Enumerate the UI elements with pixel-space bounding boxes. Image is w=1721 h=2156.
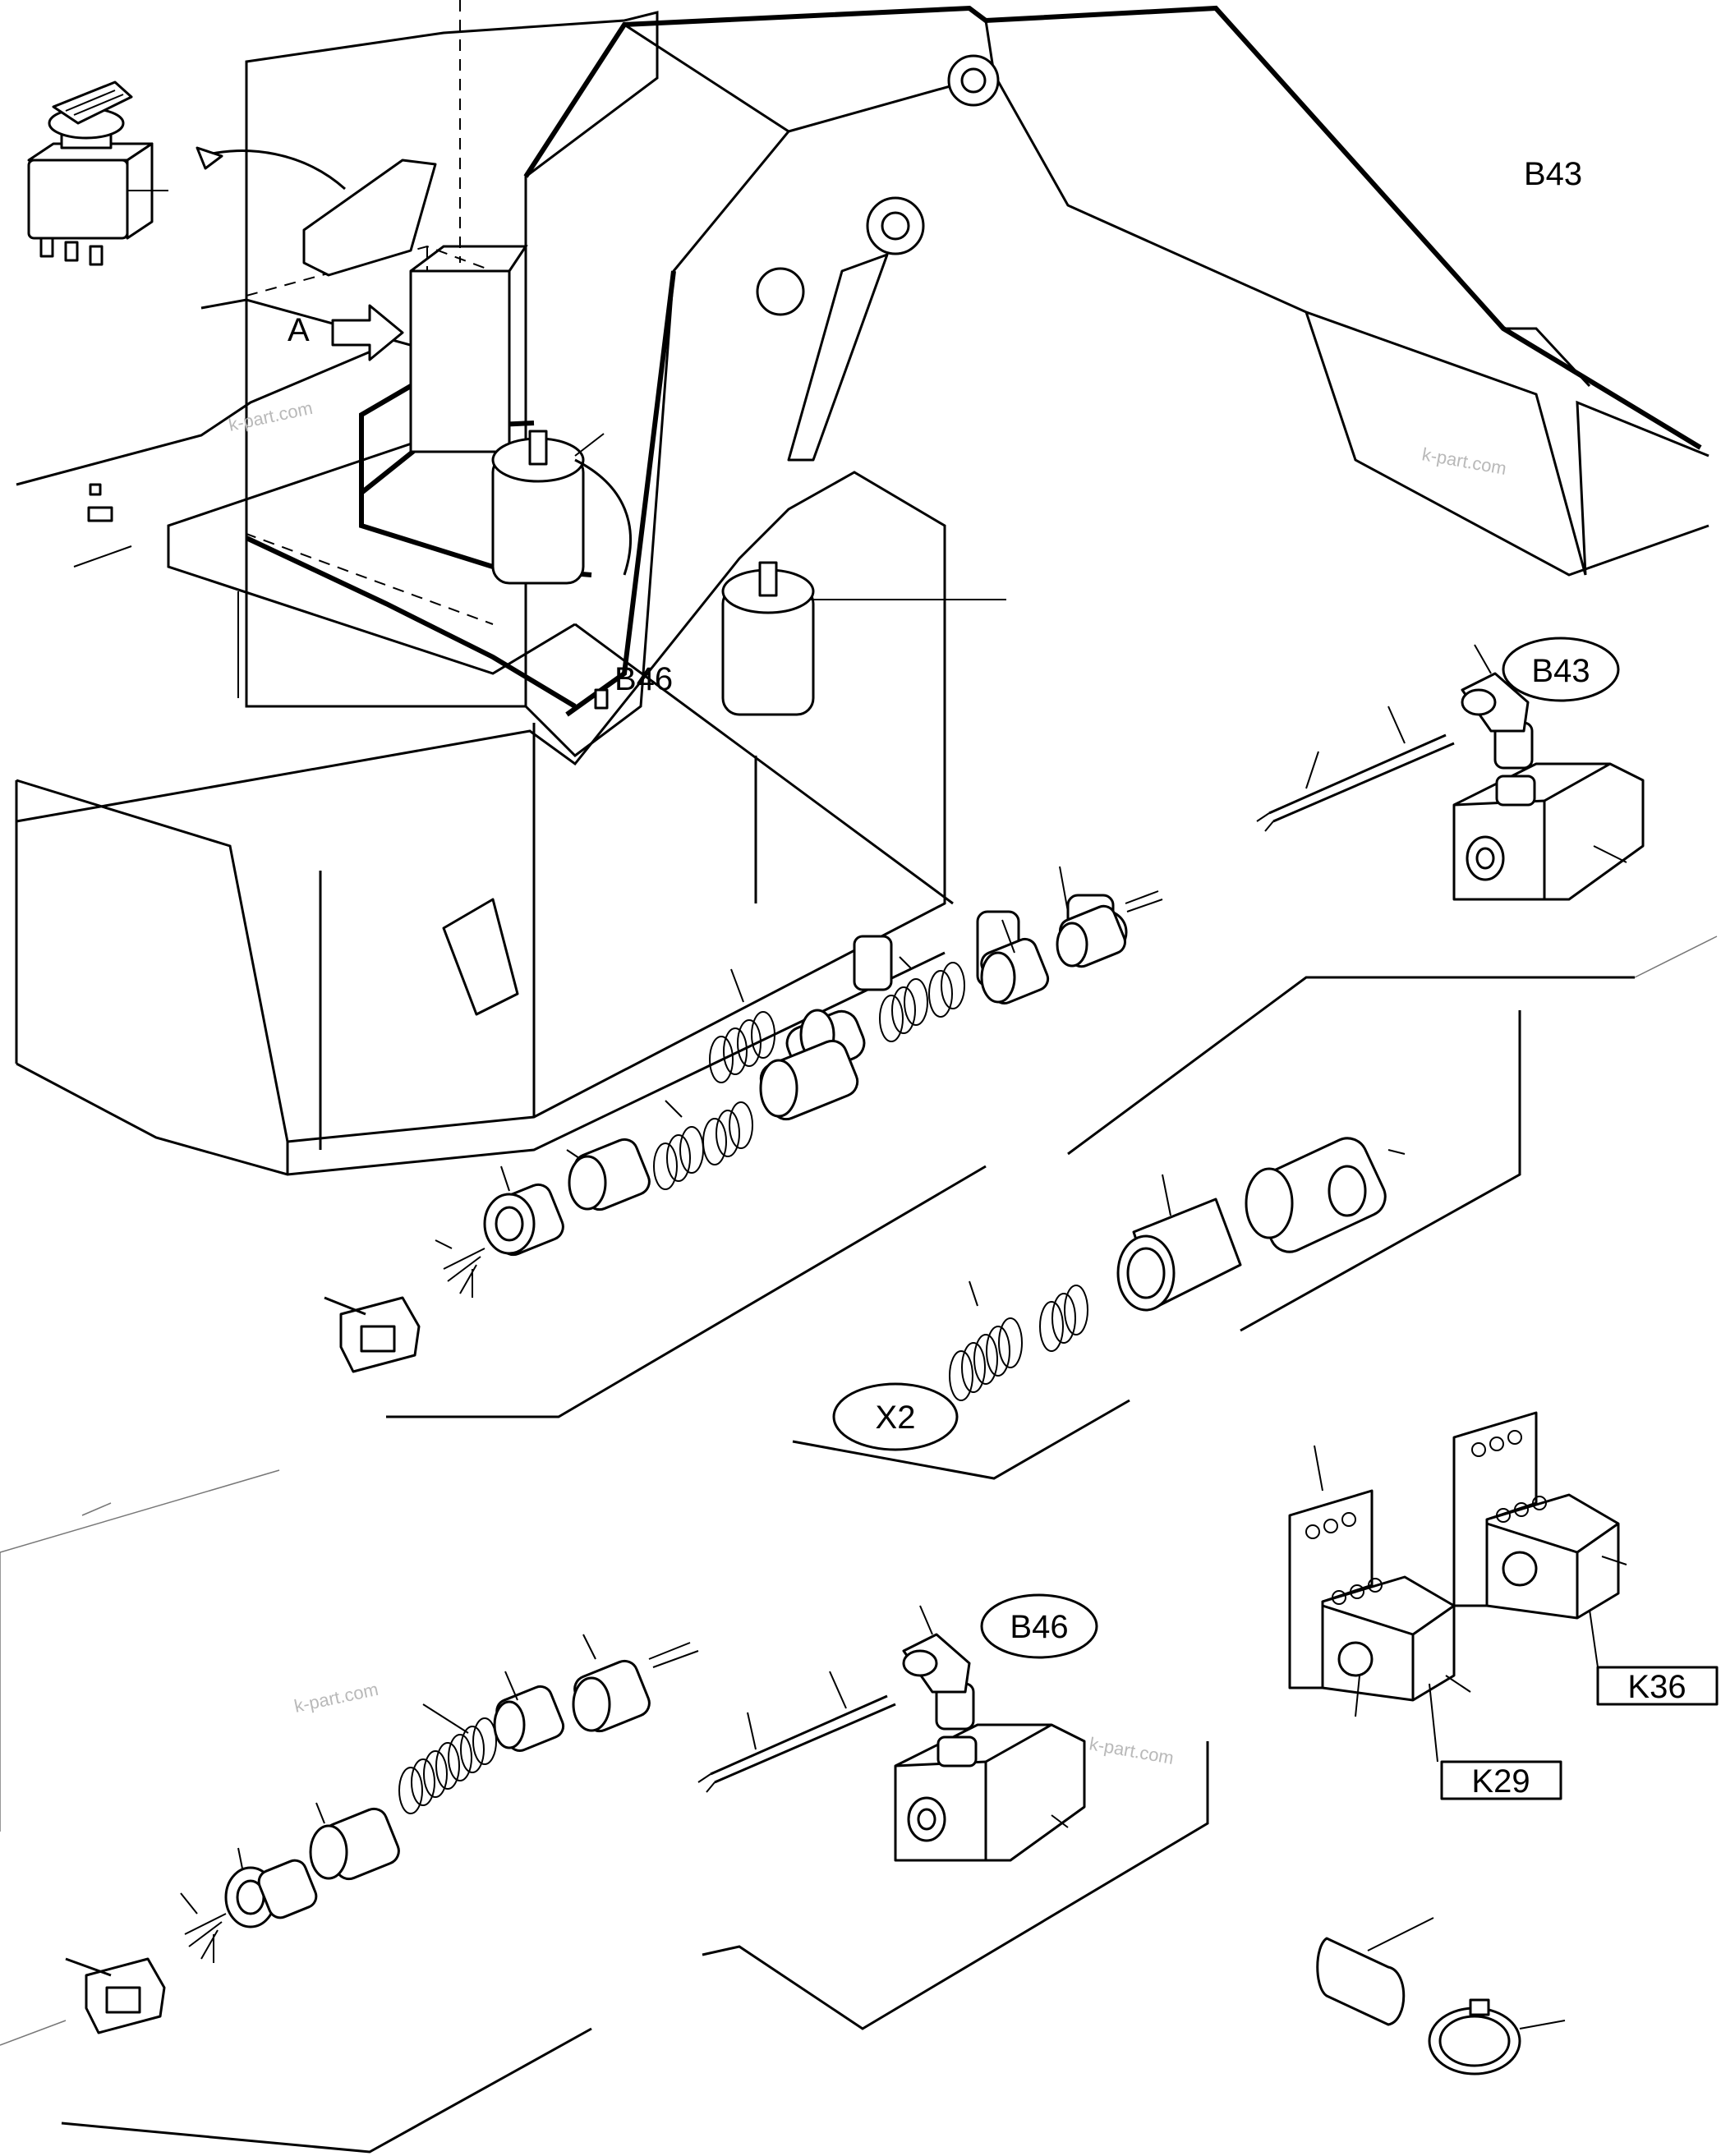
panel-plug bbox=[87, 506, 113, 522]
relay-k36 bbox=[1452, 1411, 1627, 1668]
callout-labels: A B43 B46 B43 B46 X2 K29 K36 bbox=[288, 156, 1686, 1800]
k29-label-box bbox=[1440, 1760, 1562, 1800]
b46-valve-assembly bbox=[697, 1605, 1086, 1862]
machine-valve-2 bbox=[594, 561, 1006, 716]
k36-label-box bbox=[1596, 1666, 1719, 1706]
x2-oval-callout bbox=[832, 1382, 959, 1451]
k36-label: K36 bbox=[1627, 1669, 1686, 1705]
x2-connector-assembly bbox=[911, 1137, 1406, 1409]
machine-body bbox=[15, 0, 1709, 1176]
watermark: k-part.com bbox=[1088, 1733, 1176, 1768]
chain-1b bbox=[324, 1039, 859, 1373]
b46-oval-callout bbox=[980, 1593, 1098, 1659]
watermark: k-part.com bbox=[292, 1679, 380, 1717]
rotary-switch bbox=[27, 80, 168, 266]
machine-valve-1 bbox=[491, 430, 632, 585]
view-arrow-label: A bbox=[288, 312, 310, 348]
panel-indicator bbox=[89, 483, 102, 496]
b46-machine-label: B46 bbox=[614, 661, 673, 697]
b43-oval-label: B43 bbox=[1531, 653, 1590, 689]
k29-label: K29 bbox=[1471, 1763, 1530, 1800]
watermark: k-part.com bbox=[1420, 444, 1508, 479]
x2-oval-label: X2 bbox=[876, 1400, 916, 1436]
b43-valve-assembly bbox=[1256, 644, 1645, 901]
relay-k29 bbox=[1288, 1445, 1471, 1763]
cable-sleeve-and-tie bbox=[1316, 1917, 1566, 2076]
b43-oval-callout bbox=[1502, 637, 1620, 702]
watermark: k-part.com bbox=[227, 398, 315, 435]
b46-oval-label: B46 bbox=[1010, 1609, 1068, 1645]
chain-2 bbox=[65, 1634, 699, 2034]
b43-machine-label: B43 bbox=[1524, 156, 1582, 192]
